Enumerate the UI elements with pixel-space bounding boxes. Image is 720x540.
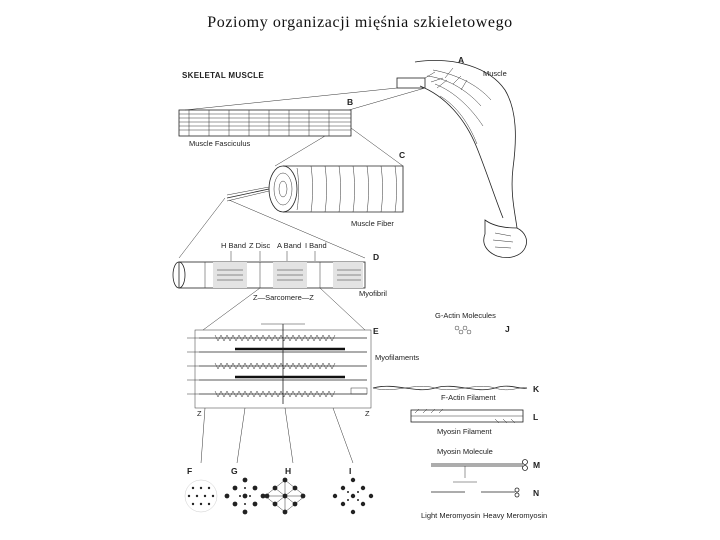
label-a-band: A Band [277,241,301,250]
myofilaments-array [187,324,371,408]
cross-section-h [265,478,306,515]
panel-letter-c: C [399,150,405,160]
label-z-disc: Z Disc [249,241,270,250]
panel-letter-m: M [533,460,540,470]
panel-letter-i: I [349,466,351,476]
myosin-molecule [431,460,528,471]
panel-letter-n: N [533,488,539,498]
label-g-actin: G-Actin Molecules [435,311,496,320]
label-i-band: I Band [305,241,327,250]
heading-skeletal-muscle: SKELETAL MUSCLE [182,71,264,80]
panel-letter-b: B [347,97,353,107]
cross-section-f [185,480,217,512]
f-actin-filament [373,386,527,390]
panel-letter-l: L [533,412,538,422]
label-heavy-meromyosin: Heavy Meromyosin [483,511,547,520]
label-myosin-filament: Myosin Filament [437,427,493,436]
muscle-organization-diagram: SKELETAL MUSCLE A Muscle B Muscle Fascic… [165,48,560,536]
muscle-fiber-cylinder [227,166,403,212]
cross-section-i [333,478,373,514]
panel-letter-g: G [231,466,238,476]
panel-letter-j: J [505,324,510,334]
label-h-band: H Band [221,241,246,250]
g-actin-molecules [455,326,471,334]
panel-letter-f: F [187,466,192,476]
meromyosin-split [431,466,519,497]
panel-letter-a: A [458,55,464,65]
panel-letter-k: K [533,384,540,394]
myofibril-strip [173,262,365,288]
label-myosin-molecule: Myosin Molecule [437,447,493,456]
cross-section-g [225,478,266,515]
label-muscle: Muscle [483,69,507,78]
panel-letter-e: E [373,326,379,336]
label-muscle-fasciculus: Muscle Fasciculus [189,139,251,148]
panel-letter-h: H [285,466,291,476]
label-z-right: Z [365,409,370,418]
label-light-meromyosin: Light Meromyosin [421,511,480,520]
label-muscle-fiber: Muscle Fiber [351,219,394,228]
label-z-left: Z [197,409,202,418]
label-myofibril: Myofibril [359,289,387,298]
slide-title: Poziomy organizacji mięśnia szkieletoweg… [0,14,720,32]
label-sarcomere: Z—Sarcomere—Z [253,293,314,302]
myosin-filament [411,409,523,423]
muscle-fasciculus-bundle [179,110,351,136]
panel-letter-d: D [373,252,379,262]
label-f-actin: F-Actin Filament [441,393,497,402]
arm-illustration [415,60,527,257]
label-myofilaments: Myofilaments [375,353,419,362]
